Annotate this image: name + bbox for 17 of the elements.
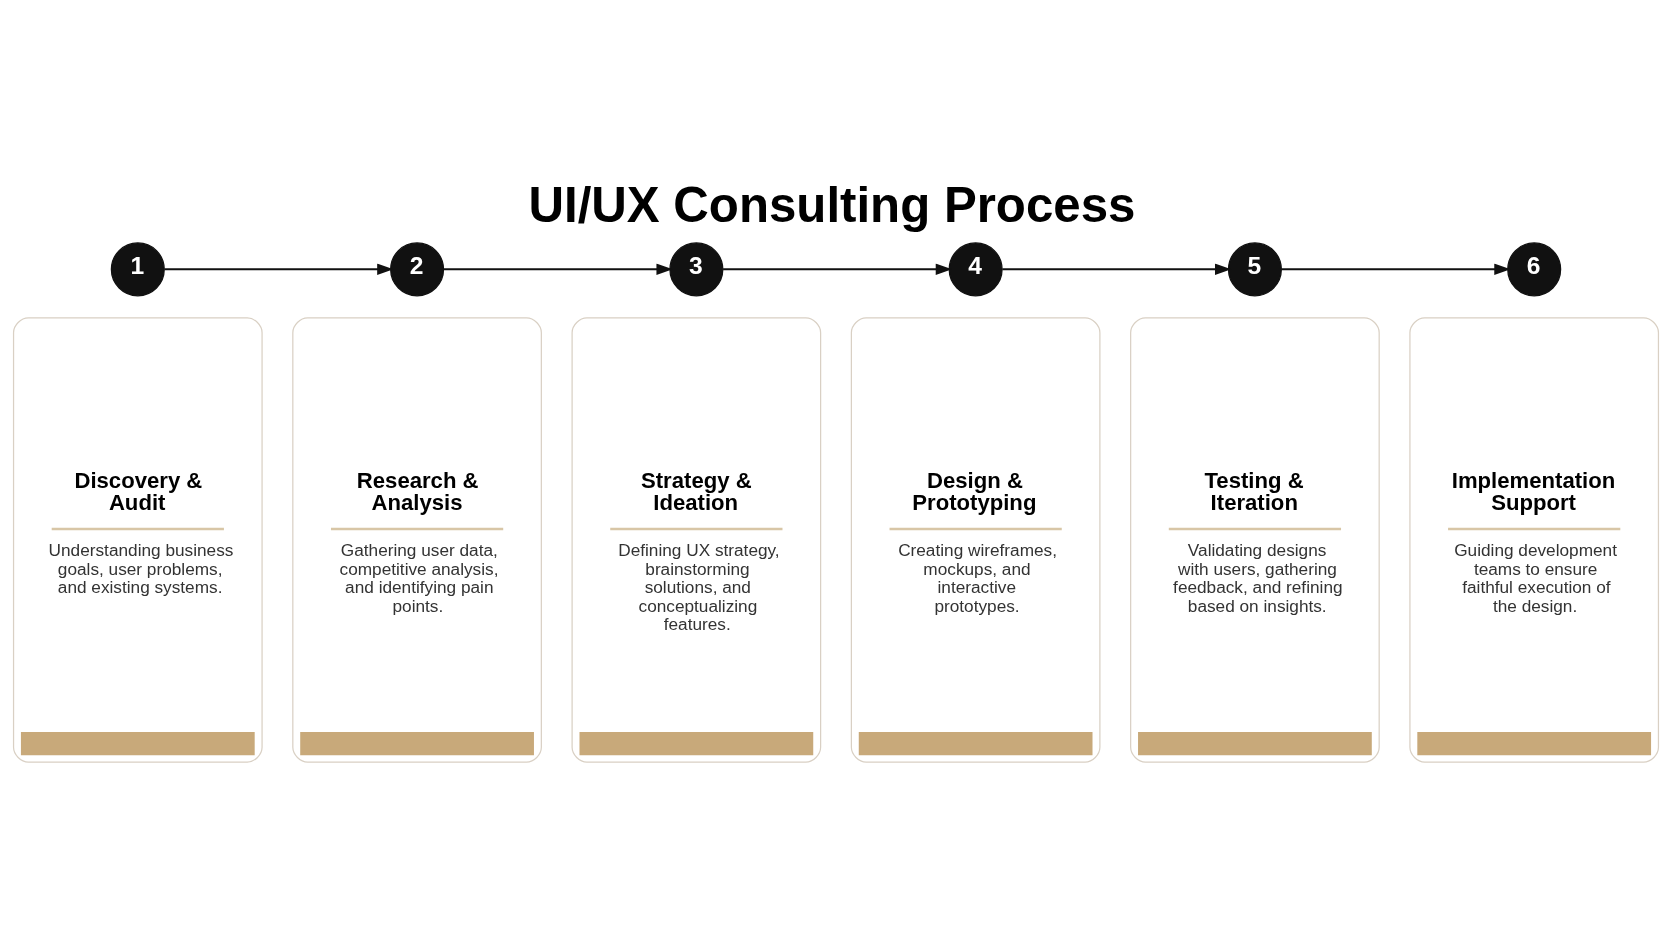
arrow	[163, 263, 394, 276]
arrow	[1280, 263, 1511, 276]
node-circle: 1	[110, 242, 165, 297]
node-circle: 6	[1507, 242, 1562, 297]
diagram-title: UI/UX Consulting Process	[528, 176, 1136, 232]
node-circle: 3	[669, 242, 724, 297]
node-box: Testing & Iteration Validating designs with users, gathering feedback, and refining based on insights.	[1130, 317, 1380, 763]
node-box: Discovery & Audit Understanding business goals, user problems, and existing systems.	[12, 317, 263, 763]
node-circle: 2	[390, 242, 445, 297]
node-box: Research & Analysis Gathering user data, competitive analysis, and identifying pain points.	[292, 317, 542, 763]
node-box: Strategy & Ideation Defining UX strategy, brainstorming solutions, and conceptualizing features.	[571, 317, 822, 763]
node-box: Design & Prototyping Creating wireframes, mockups, and interactive prototypes.	[850, 317, 1101, 763]
node-circle: 4	[948, 242, 1003, 297]
node-circle: 5	[1227, 242, 1282, 297]
arrow	[442, 263, 673, 276]
node-box: Implementation Support Guiding development teams to ensure faithful execution of the design.	[1409, 317, 1660, 763]
arrow	[722, 263, 952, 276]
